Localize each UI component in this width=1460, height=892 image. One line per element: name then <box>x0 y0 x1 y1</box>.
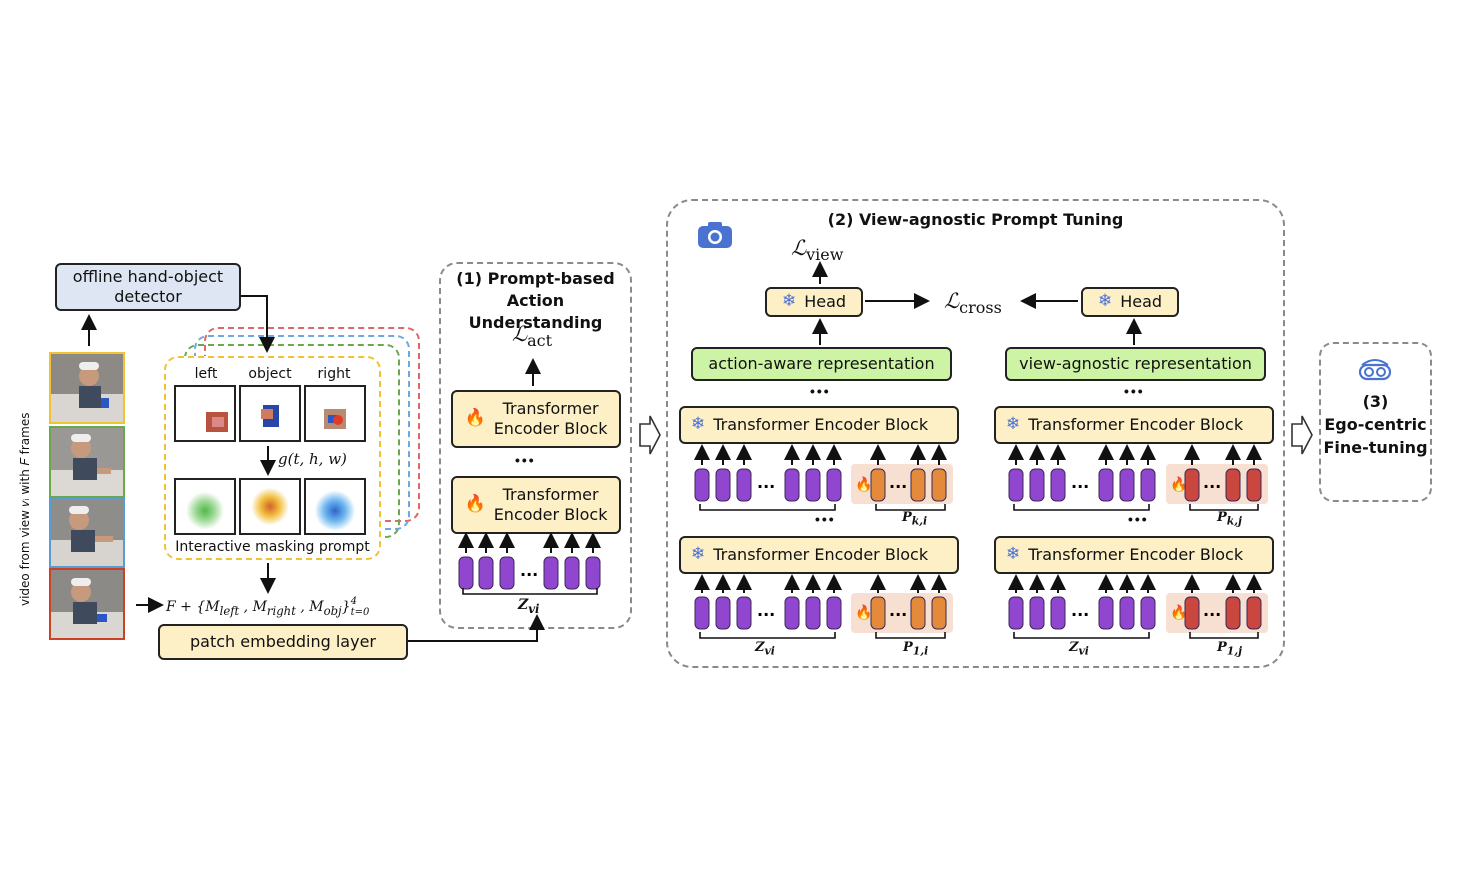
head-left: ❄Head <box>765 287 863 317</box>
stage2-left-ellipsis-mid: ••• <box>815 511 836 527</box>
crop-left <box>174 385 236 442</box>
mask-label-right: right <box>317 366 351 382</box>
stage3-panel <box>1319 342 1432 502</box>
frame-image <box>51 570 123 638</box>
action-aware-representation: action-aware representation <box>691 347 952 381</box>
stage2-left-encoder-top: ❄Transformer Encoder Block <box>679 406 959 444</box>
head-right: ❄Head <box>1081 287 1179 317</box>
video-frame-3 <box>49 498 125 568</box>
hollow-arrow-stage2-to-stage3 <box>1291 415 1313 455</box>
flame-icon: 🔥 <box>464 408 486 429</box>
stage1-ellipsis: ••• <box>515 452 536 468</box>
detector-label: offline hand-object detector <box>72 267 224 306</box>
hand-object-detector: offline hand-object detector <box>55 263 241 311</box>
snowflake-icon: ❄ <box>1097 291 1113 312</box>
video-caption: video from view 𝑣ᵢ with 𝐹 frames <box>18 412 32 606</box>
loss-view: ℒview <box>791 236 844 265</box>
hollow-arrow-stage1-to-stage2 <box>639 415 661 455</box>
crop-right <box>304 385 366 442</box>
video-frame-4 <box>49 568 125 640</box>
prompt-bg-right-top <box>1166 464 1268 504</box>
label-p-ki: Pk,i <box>902 510 928 528</box>
gaussian-right <box>304 478 366 535</box>
frame-image <box>51 428 123 496</box>
gaussian-object <box>239 478 301 535</box>
snowflake-icon: ❄ <box>781 291 797 312</box>
video-frame-1 <box>49 352 125 424</box>
interactive-label: Interactive masking prompt <box>175 539 370 555</box>
stage1-title: (1) Prompt-based Action Understanding <box>456 269 615 332</box>
mask-label-left: left <box>194 366 218 382</box>
flame-icon: 🔥 <box>464 494 486 515</box>
snowflake-icon: ❄ <box>1006 414 1021 435</box>
snowflake-icon: ❄ <box>1006 544 1021 565</box>
label-p-kj: Pk,j <box>1217 510 1242 528</box>
loss-cross: ℒcross <box>944 289 1002 318</box>
stage2-right-encoder-top: ❄Transformer Encoder Block <box>994 406 1274 444</box>
label-z-vi-left: Zvi <box>755 640 775 658</box>
prompt-bg-left-top <box>851 464 953 504</box>
stage2-title: (2) View-agnostic Prompt Tuning <box>827 210 1124 229</box>
mask-label-object: object <box>248 366 292 382</box>
vr-headset-icon <box>1358 359 1392 381</box>
frame-image <box>51 354 123 422</box>
stage2-left-ellipsis-top: ••• <box>810 383 831 399</box>
label-p-1i: P1,i <box>903 640 929 658</box>
snowflake-icon: ❄ <box>691 544 706 565</box>
crop-object <box>239 385 301 442</box>
label-z-vi-right: Zvi <box>1069 640 1089 658</box>
stage2-panel <box>666 199 1285 668</box>
prompt-bg-right-bottom <box>1166 593 1268 633</box>
label-p-1j: P1,j <box>1217 640 1243 658</box>
stage2-right-ellipsis-mid: ••• <box>1128 511 1149 527</box>
view-agnostic-representation: view-agnostic representation <box>1005 347 1266 381</box>
gaussian-fn: g(t, h, w) <box>278 450 347 468</box>
snowflake-icon: ❄ <box>691 414 706 435</box>
camera-icon <box>698 222 732 248</box>
stage2-right-encoder-bottom: ❄Transformer Encoder Block <box>994 536 1274 574</box>
prompt-bg-left-bottom <box>851 593 953 633</box>
loss-act: ℒact <box>512 322 553 351</box>
video-frame-2 <box>49 426 125 498</box>
stage3-title: (3) Ego-centric Fine-tuning <box>1323 392 1428 457</box>
stage2-left-encoder-bottom: ❄Transformer Encoder Block <box>679 536 959 574</box>
stage2-right-ellipsis-top: ••• <box>1124 383 1145 399</box>
frame-image <box>51 500 123 566</box>
gaussian-left <box>174 478 236 535</box>
stage1-token-label: Zvi <box>518 597 540 616</box>
patch-embedding-layer: patch embedding layer <box>158 624 408 660</box>
